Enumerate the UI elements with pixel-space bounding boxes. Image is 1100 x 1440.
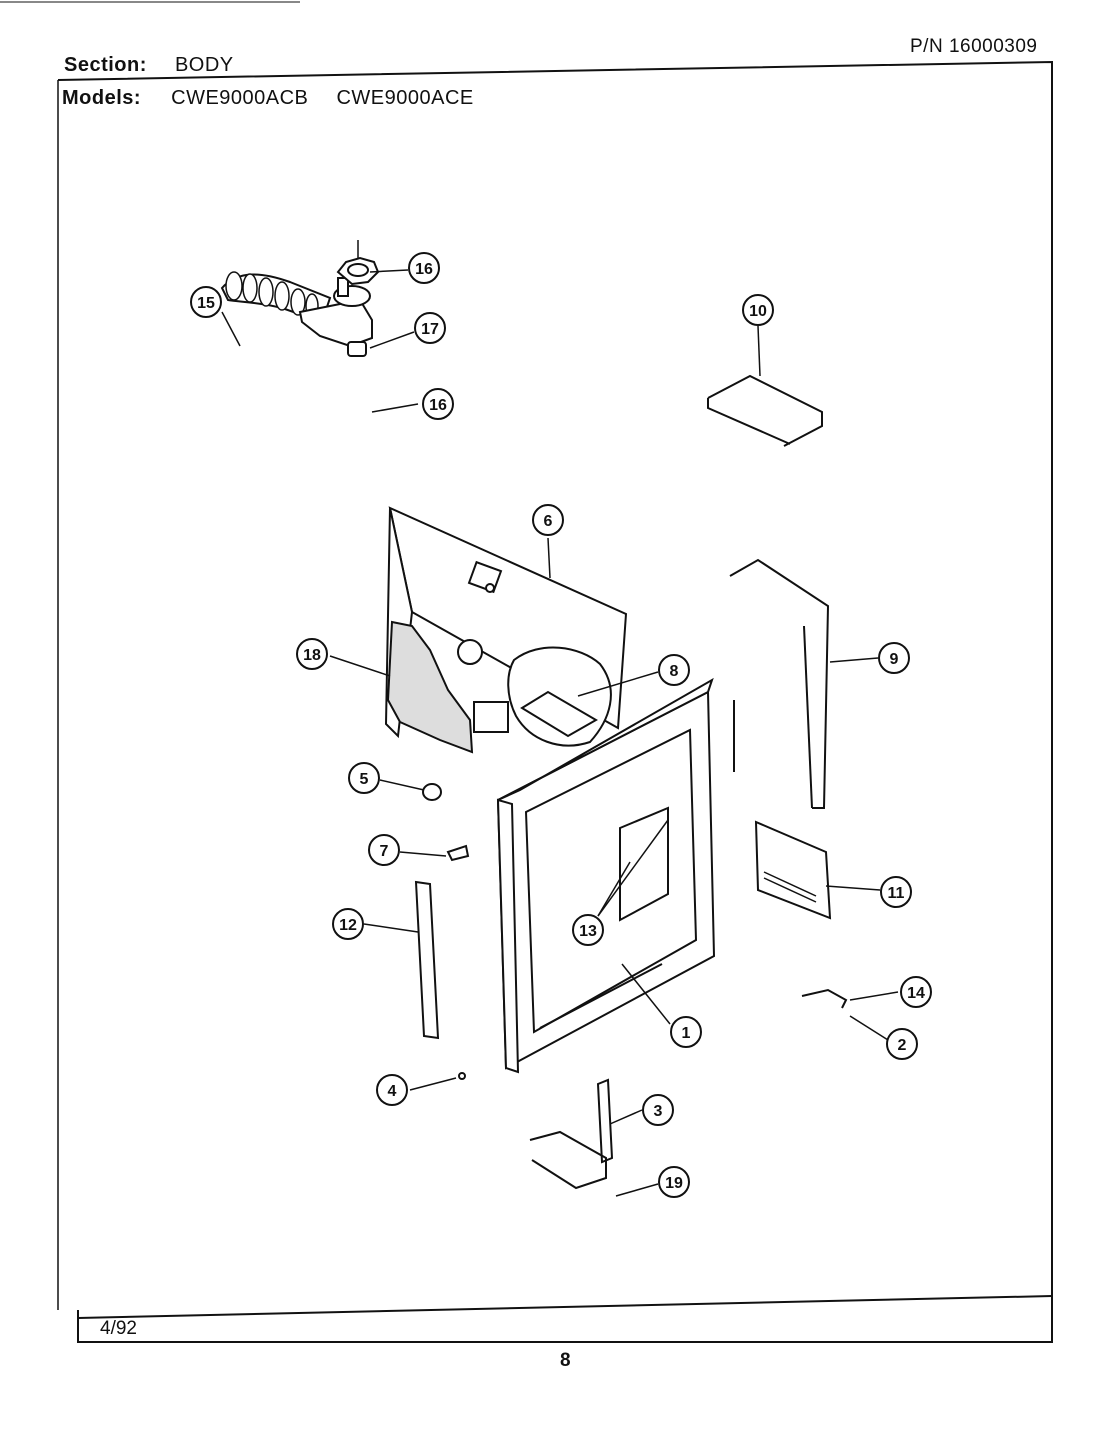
washer-part: [458, 1072, 466, 1080]
svg-text:1: 1: [682, 1025, 691, 1042]
callout-11: 11: [880, 876, 912, 908]
svg-text:13: 13: [579, 923, 597, 940]
svg-text:17: 17: [421, 321, 439, 338]
section-label: Section:: [64, 54, 147, 76]
page-frame: [0, 1, 1053, 1343]
rear-grille-part: [754, 820, 832, 920]
svg-text:6: 6: [544, 513, 553, 530]
svg-text:19: 19: [665, 1175, 683, 1192]
callout-13: 13: [572, 914, 604, 946]
grommet-part: [347, 341, 367, 357]
revision-date: 4/92: [100, 1318, 137, 1339]
leg-bracket-part: [529, 1078, 614, 1190]
cabinet-frame-part: [496, 677, 716, 1074]
part-number: P/N 16000309: [910, 36, 1038, 57]
leader-lines: [221, 269, 899, 1197]
callout-9: 9: [878, 642, 910, 674]
callout-4: 4: [376, 1074, 408, 1106]
svg-text:16: 16: [429, 397, 447, 414]
callout-1: 1: [670, 1016, 702, 1048]
screw-part: [446, 844, 470, 862]
svg-text:18: 18: [303, 647, 321, 664]
insulation-part: [386, 620, 474, 754]
svg-text:15: 15: [197, 295, 215, 312]
callout-18: 18: [296, 638, 328, 670]
callout-7: 7: [368, 834, 400, 866]
svg-text:12: 12: [339, 917, 357, 934]
section-header: Section: BODY: [64, 54, 234, 77]
svg-text:3: 3: [654, 1103, 663, 1120]
svg-text:7: 7: [380, 843, 389, 860]
svg-text:2: 2: [898, 1037, 907, 1054]
side-panel-part: [729, 558, 830, 809]
callout-2: 2: [886, 1028, 918, 1060]
callout-12: 12: [332, 908, 364, 940]
callout-17: 17: [414, 312, 446, 344]
callout-3: 3: [642, 1094, 674, 1126]
svg-text:9: 9: [890, 651, 899, 668]
nut-part: [336, 240, 380, 286]
models-header: Models: CWE9000ACB CWE9000ACE: [62, 87, 474, 110]
model-1: CWE9000ACB: [171, 87, 309, 109]
model-2: CWE9000ACE: [336, 87, 474, 109]
callout-16-top: 16: [408, 252, 440, 284]
models-label: Models:: [62, 87, 142, 109]
svg-text:5: 5: [360, 771, 369, 788]
cutout-bracket-part: [507, 646, 612, 747]
callout-15: 15: [190, 286, 222, 318]
mounting-strip-part: [414, 880, 440, 1040]
callout-8: 8: [658, 654, 690, 686]
callout-5: 5: [348, 762, 380, 794]
callout-14: 14: [900, 976, 932, 1008]
callout-19: 19: [658, 1166, 690, 1198]
svg-text:16: 16: [415, 261, 433, 278]
svg-text:11: 11: [888, 885, 905, 902]
top-bracket-part: [707, 374, 823, 447]
callout-16-bottom: 16: [422, 388, 454, 420]
page-number: 8: [560, 1350, 571, 1371]
svg-text:14: 14: [907, 985, 925, 1002]
svg-text:4: 4: [388, 1083, 397, 1100]
small-parts: [422, 783, 848, 1080]
hinge-part: [801, 988, 848, 1009]
callouts: 15 16 17 16 10 6 18 8 9 5 7 12 13 11 1 1…: [190, 252, 932, 1198]
callout-6: 6: [532, 504, 564, 536]
section-value: BODY: [174, 54, 234, 76]
callout-10: 10: [742, 294, 774, 326]
plug-part: [422, 783, 442, 801]
svg-text:10: 10: [749, 303, 767, 320]
svg-text:8: 8: [670, 663, 679, 680]
